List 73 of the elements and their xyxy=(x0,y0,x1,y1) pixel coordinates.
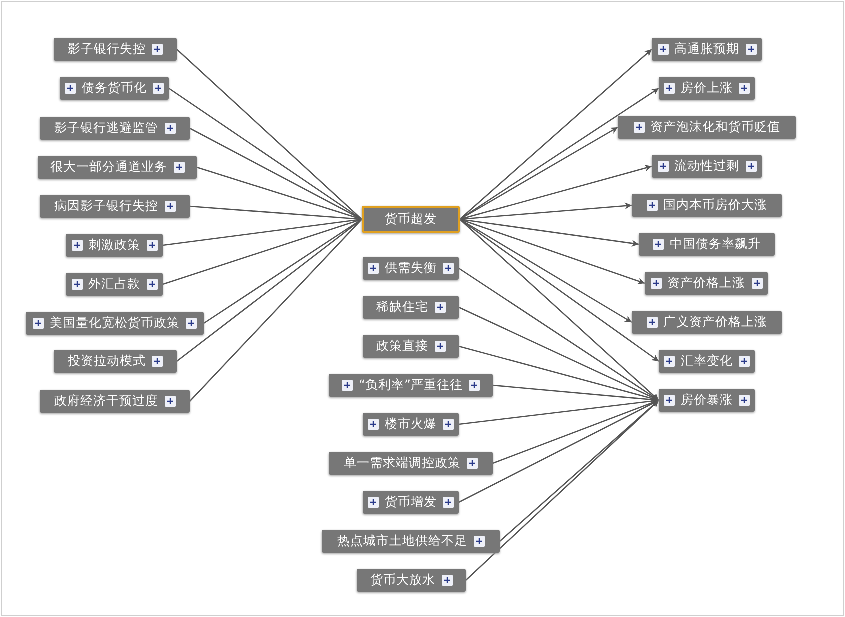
topic-label: 债务货币化 xyxy=(82,80,147,97)
topic-label: 国内本币房价大涨 xyxy=(664,197,768,214)
arrow xyxy=(460,202,632,220)
topic-box xyxy=(329,374,493,397)
topic-box xyxy=(363,413,459,436)
topic-box xyxy=(652,38,762,61)
connector-line xyxy=(190,206,362,220)
arrow xyxy=(500,400,660,542)
topic-box xyxy=(60,77,169,100)
topic-label: 美国量化宽松货币政策 xyxy=(50,315,180,332)
topic-box xyxy=(652,155,762,178)
topic-label: 楼市火爆 xyxy=(385,416,437,433)
topic-label: 稀缺住宅 xyxy=(376,299,428,316)
topic-box xyxy=(363,296,459,319)
connector-line xyxy=(176,49,362,220)
arrow xyxy=(460,165,652,220)
arrow xyxy=(460,218,640,247)
topic-label: 汇率变化 xyxy=(681,353,733,370)
topic-label: 外汇占款 xyxy=(88,276,140,293)
arrow xyxy=(466,400,660,581)
topic-label: 热点城市土地供给不足 xyxy=(338,533,468,550)
topic-label: 政策直接 xyxy=(376,338,428,355)
topic-box xyxy=(329,452,493,475)
topic-box xyxy=(659,77,755,100)
topic-box xyxy=(632,311,782,334)
topic-box xyxy=(66,234,163,257)
topic-box xyxy=(357,569,466,592)
central-topic-box xyxy=(362,206,460,233)
topic-label: 房价暴涨 xyxy=(681,392,733,409)
connector-line xyxy=(162,218,362,246)
topic-box xyxy=(659,350,755,373)
topic-label: 房价上涨 xyxy=(681,80,733,97)
arrow xyxy=(460,219,660,401)
topic-box xyxy=(645,272,768,295)
topic-label: 很大一部分通道业务 xyxy=(50,159,168,176)
topic-label: 投资拉动模式 xyxy=(68,353,146,370)
topic-box xyxy=(659,389,755,412)
topic-box xyxy=(363,491,459,514)
topic-label: 病因影子银行失控 xyxy=(54,198,158,215)
topic-box xyxy=(363,335,459,358)
topic-label: 广义资产价格上涨 xyxy=(664,314,768,331)
topic-label: 资产价格上涨 xyxy=(668,275,746,292)
topic-label: 货币增发 xyxy=(385,494,437,511)
topic-label: 供需失衡 xyxy=(385,260,437,277)
topic-label: 单一需求端调控政策 xyxy=(344,455,461,472)
topic-label: 货币超发 xyxy=(385,211,437,228)
topic-label: 中国债务率飙升 xyxy=(670,236,761,253)
topic-box xyxy=(40,117,190,140)
topic-label: 影子银行失控 xyxy=(68,41,146,58)
topic-box xyxy=(639,233,775,256)
connector-line xyxy=(196,166,362,220)
topic-label: 高通胀预期 xyxy=(674,41,740,58)
topic-box xyxy=(66,273,163,296)
connector-line xyxy=(162,218,362,286)
topic-label: 影子银行逃避监管 xyxy=(54,120,158,137)
topic-box xyxy=(618,116,796,139)
topic-box xyxy=(38,156,197,179)
topic-box xyxy=(322,530,500,553)
topic-label: 政府经济干预过度 xyxy=(54,393,158,410)
topic-box xyxy=(26,312,204,335)
connector-line xyxy=(190,219,362,402)
topic-box xyxy=(40,195,190,218)
arrow xyxy=(460,49,652,220)
topic-box xyxy=(54,38,177,61)
topic-label: 流动性过剩 xyxy=(674,158,740,175)
topic-box xyxy=(54,350,177,373)
topic-label: 刺激政策 xyxy=(88,237,140,254)
topic-label: 资产泡沫化和货币贬值 xyxy=(650,119,780,136)
topic-box xyxy=(632,194,782,217)
topic-box xyxy=(40,390,190,413)
topic-label: 货币大放水 xyxy=(370,572,436,589)
topic-label: “负利率”严重往往 xyxy=(359,377,463,394)
topic-box xyxy=(363,257,459,280)
